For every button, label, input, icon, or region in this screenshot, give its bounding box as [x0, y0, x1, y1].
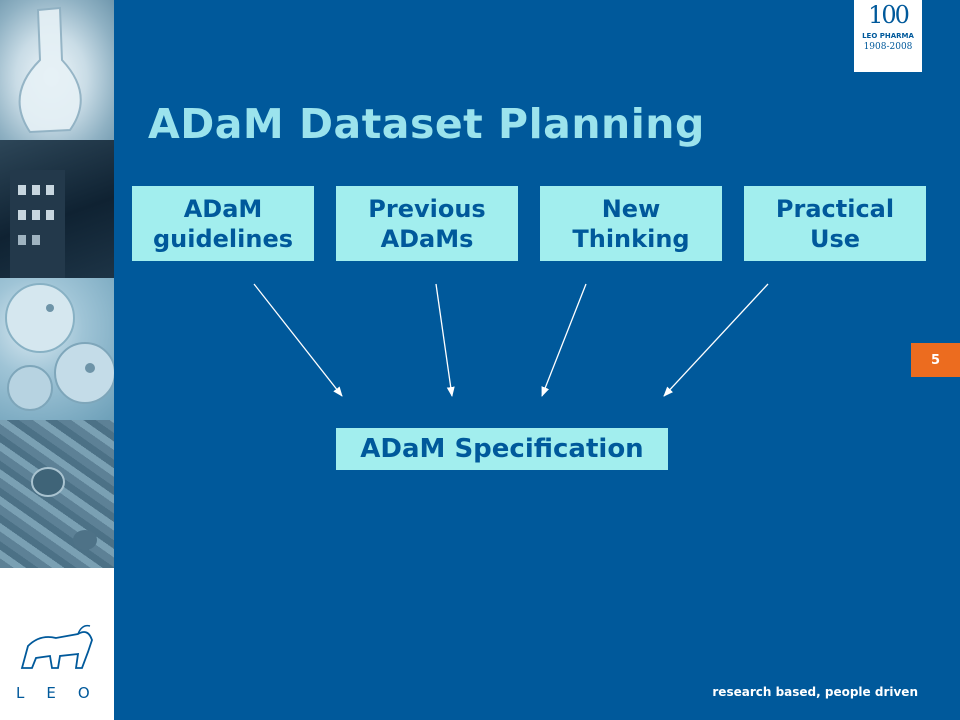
- arrow-guidelines-to-spec: [253, 283, 343, 397]
- building-photo: [0, 140, 114, 278]
- source-line1: Previous: [368, 194, 486, 223]
- leo-wordmark: LEO: [16, 684, 112, 702]
- petri-dish-image: [5, 283, 114, 411]
- anniversary-number: 100: [868, 1, 910, 29]
- slide-title: ADaM Dataset Planning: [148, 100, 705, 148]
- source-line2: Use: [809, 224, 861, 253]
- anniversary-brand: LEO PHARMA: [862, 32, 914, 40]
- cell-image: [31, 467, 97, 550]
- lion-logo-icon: [20, 624, 93, 669]
- anniversary-logo: 100 LEO PHARMA 1908-2008: [854, 0, 922, 72]
- source-line1: ADaM: [183, 194, 263, 223]
- petri-dish-photo: [0, 278, 114, 420]
- source-line2: ADaMs: [380, 224, 474, 253]
- cell-tissue-photo: [0, 420, 114, 568]
- arrow-practical-to-spec: [663, 283, 769, 397]
- flask-image: [18, 6, 82, 134]
- page-number-badge: 5: [911, 343, 960, 377]
- arrow-new-to-spec: [541, 283, 587, 397]
- arrow-previous-to-spec: [435, 283, 455, 397]
- lab-flask-photo: [0, 0, 114, 140]
- source-line1: Practical: [775, 194, 895, 223]
- source-line2: Thinking: [572, 224, 690, 253]
- tagline: research based, people driven: [712, 685, 918, 699]
- photo-strip: LEO: [0, 0, 114, 720]
- source-line2: guidelines: [152, 224, 294, 253]
- source-line1: New: [601, 194, 661, 223]
- target-box-adam-specification: ADaM Specification: [336, 428, 668, 470]
- leo-logo: LEO: [0, 568, 114, 720]
- anniversary-years: 1908-2008: [863, 42, 913, 52]
- building-image: [10, 170, 65, 278]
